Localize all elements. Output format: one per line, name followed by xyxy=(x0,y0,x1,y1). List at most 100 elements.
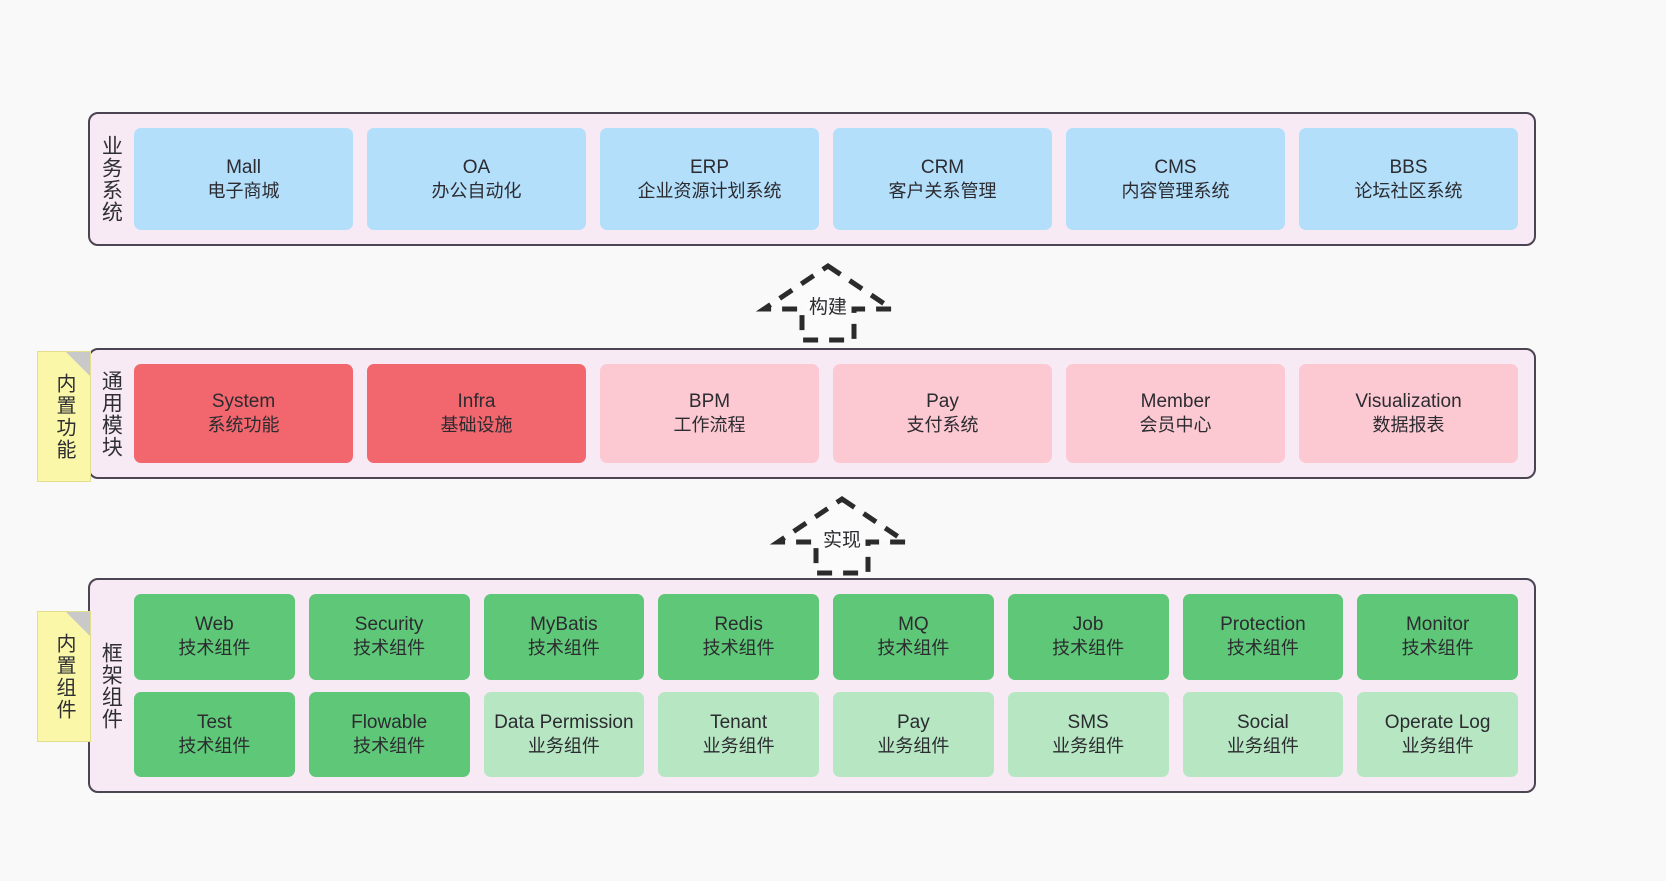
node-sms[interactable]: SMS 业务组件 xyxy=(1007,691,1169,777)
node-oa-cn: 办公自动化 xyxy=(431,180,522,201)
node-test-en: Test xyxy=(196,711,232,733)
node-redis-en: Redis xyxy=(714,614,763,636)
node-mq-en: MQ xyxy=(898,614,929,636)
node-visualization[interactable]: Visualization 数据报表 xyxy=(1299,364,1518,463)
note-fold-corner-icon xyxy=(66,612,90,636)
node-social-en: Social xyxy=(1237,711,1289,733)
framework-row-business: Test 技术组件 Flowable 技术组件 Data Permission … xyxy=(134,691,1518,777)
node-data-permission-cn: 业务组件 xyxy=(527,735,600,756)
node-pay-module[interactable]: Pay 支付系统 xyxy=(833,364,1052,463)
connector-build-label: 构建 xyxy=(808,297,848,318)
note-fold-corner-icon xyxy=(66,352,90,376)
node-job-en: Job xyxy=(1072,614,1104,636)
connector-build: 构建 xyxy=(755,262,901,344)
node-oa[interactable]: OA 办公自动化 xyxy=(367,128,586,230)
layer-body-business-systems: Mall 电子商城 OA 办公自动化 ERP 企业资源计划系统 CRM 客户关系… xyxy=(130,114,1534,244)
note-builtin-components: 内置组件 xyxy=(37,611,91,742)
node-cms[interactable]: CMS 内容管理系统 xyxy=(1066,128,1285,230)
dashed-block-arrow-up-icon xyxy=(755,262,901,343)
node-web-en: Web xyxy=(195,614,234,636)
node-mall-en: Mall xyxy=(226,156,261,178)
node-flowable-en: Flowable xyxy=(351,711,428,733)
node-bbs-cn: 论坛社区系统 xyxy=(1354,180,1463,201)
node-tenant[interactable]: Tenant 业务组件 xyxy=(658,691,819,777)
node-erp[interactable]: ERP 企业资源计划系统 xyxy=(600,128,819,230)
connector-implement: 实现 xyxy=(769,495,915,577)
node-data-permission[interactable]: Data Permission 业务组件 xyxy=(483,691,645,777)
node-member[interactable]: Member 会员中心 xyxy=(1066,364,1285,463)
node-monitor-cn: 技术组件 xyxy=(1401,638,1474,659)
node-protection[interactable]: Protection 技术组件 xyxy=(1182,594,1344,680)
node-system[interactable]: System 系统功能 xyxy=(134,364,353,463)
node-social[interactable]: Social 业务组件 xyxy=(1182,691,1344,777)
node-test[interactable]: Test 技术组件 xyxy=(134,691,295,777)
node-job[interactable]: Job 技术组件 xyxy=(1007,594,1169,680)
node-crm[interactable]: CRM 客户关系管理 xyxy=(833,128,1052,230)
node-mq-cn: 技术组件 xyxy=(877,638,950,659)
node-crm-en: CRM xyxy=(920,156,965,178)
node-pay-component[interactable]: Pay 业务组件 xyxy=(833,691,994,777)
node-protection-en: Protection xyxy=(1220,614,1306,636)
node-system-en: System xyxy=(211,391,276,413)
node-redis[interactable]: Redis 技术组件 xyxy=(658,594,819,680)
node-redis-cn: 技术组件 xyxy=(702,638,775,659)
layer-body-common-modules: System 系统功能 Infra 基础设施 BPM 工作流程 Pay 支付系统… xyxy=(130,350,1534,477)
node-operate-log-en: Operate Log xyxy=(1384,711,1491,733)
node-protection-cn: 技术组件 xyxy=(1226,638,1299,659)
node-tenant-cn: 业务组件 xyxy=(702,735,775,756)
layer-title-common-modules: 通用模块 xyxy=(99,369,123,458)
node-data-permission-en: Data Permission xyxy=(494,711,634,733)
node-mybatis-en: MyBatis xyxy=(530,614,598,636)
node-crm-cn: 客户关系管理 xyxy=(888,180,997,201)
node-cms-en: CMS xyxy=(1154,156,1197,178)
node-security-en: Security xyxy=(354,614,424,636)
node-visualization-cn: 数据报表 xyxy=(1372,415,1445,436)
node-web-cn: 技术组件 xyxy=(178,638,251,659)
node-pay-component-cn: 业务组件 xyxy=(877,735,950,756)
node-bpm[interactable]: BPM 工作流程 xyxy=(600,364,819,463)
node-pay-module-en: Pay xyxy=(926,391,959,413)
node-member-cn: 会员中心 xyxy=(1139,415,1212,436)
node-pay-module-cn: 支付系统 xyxy=(906,415,979,436)
node-operate-log[interactable]: Operate Log 业务组件 xyxy=(1357,691,1518,777)
node-test-cn: 技术组件 xyxy=(178,735,251,756)
node-mybatis-cn: 技术组件 xyxy=(527,638,600,659)
node-system-cn: 系统功能 xyxy=(207,415,280,436)
node-tenant-en: Tenant xyxy=(710,711,768,733)
node-flowable[interactable]: Flowable 技术组件 xyxy=(308,691,470,777)
layer-business-systems: 业务系统 Mall 电子商城 OA 办公自动化 ERP 企业资源计划系统 CRM… xyxy=(88,112,1536,246)
node-monitor-en: Monitor xyxy=(1405,614,1470,636)
layer-framework-components: 框架组件 Web 技术组件 Security 技术组件 MyBatis 技术组件… xyxy=(88,578,1536,793)
node-bbs[interactable]: BBS 论坛社区系统 xyxy=(1299,128,1518,230)
node-infra[interactable]: Infra 基础设施 xyxy=(367,364,586,463)
node-mq[interactable]: MQ 技术组件 xyxy=(833,594,994,680)
node-monitor[interactable]: Monitor 技术组件 xyxy=(1357,594,1518,680)
node-mybatis[interactable]: MyBatis 技术组件 xyxy=(483,594,645,680)
layer-title-framework-components: 框架组件 xyxy=(99,641,123,730)
layer-body-framework-components: Web 技术组件 Security 技术组件 MyBatis 技术组件 Redi… xyxy=(130,580,1534,791)
node-bpm-cn: 工作流程 xyxy=(673,415,746,436)
node-member-en: Member xyxy=(1140,391,1211,413)
node-web[interactable]: Web 技术组件 xyxy=(134,594,295,680)
node-cms-cn: 内容管理系统 xyxy=(1121,180,1230,201)
node-oa-en: OA xyxy=(462,156,491,178)
note-builtin-components-label: 内置组件 xyxy=(53,632,75,721)
layer-title-business-systems: 业务系统 xyxy=(99,135,123,223)
framework-row-technical: Web 技术组件 Security 技术组件 MyBatis 技术组件 Redi… xyxy=(134,594,1518,680)
node-erp-cn: 企业资源计划系统 xyxy=(637,180,782,201)
node-sms-en: SMS xyxy=(1067,711,1109,733)
node-job-cn: 技术组件 xyxy=(1052,638,1125,659)
node-security[interactable]: Security 技术组件 xyxy=(308,594,470,680)
node-bbs-en: BBS xyxy=(1389,156,1428,178)
dashed-block-arrow-up-icon xyxy=(769,495,915,576)
node-infra-cn: 基础设施 xyxy=(440,415,513,436)
node-mall[interactable]: Mall 电子商城 xyxy=(134,128,353,230)
node-infra-en: Infra xyxy=(457,391,496,413)
note-builtin-features: 内置功能 xyxy=(37,351,91,482)
layer-common-modules: 通用模块 System 系统功能 Infra 基础设施 BPM 工作流程 Pay… xyxy=(88,348,1536,479)
node-erp-en: ERP xyxy=(689,156,730,178)
node-pay-component-en: Pay xyxy=(897,711,930,733)
note-builtin-features-label: 内置功能 xyxy=(53,372,75,461)
node-social-cn: 业务组件 xyxy=(1226,735,1299,756)
